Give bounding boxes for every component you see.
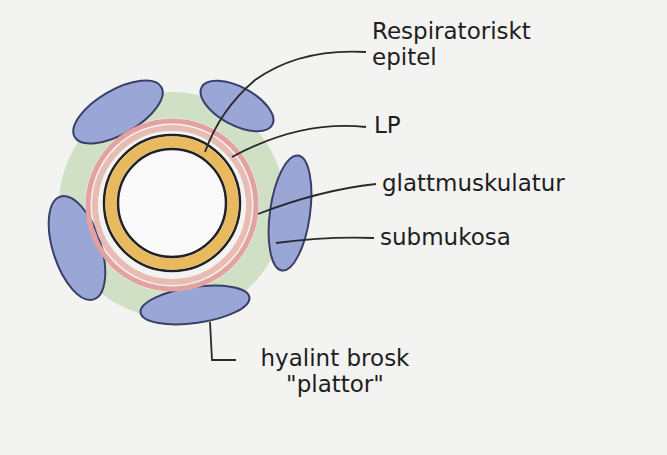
cartilage-plates bbox=[37, 68, 317, 331]
lamina-propria-ring bbox=[95, 128, 249, 282]
smooth-muscle-ring bbox=[88, 121, 256, 289]
cartilage-label: hyalint brosk "plattor" bbox=[240, 345, 430, 398]
leader-lines bbox=[205, 52, 376, 360]
lamina-propria-label: LP bbox=[374, 112, 454, 138]
submucosa-label: submukosa bbox=[380, 224, 580, 250]
lumen bbox=[118, 149, 226, 257]
epithelium-outer-line bbox=[104, 135, 240, 271]
epithelium-label: Respiratoriskt epitel bbox=[372, 18, 592, 71]
smooth-muscle-label: glattmuskulatur bbox=[382, 170, 642, 196]
epithelium-ring bbox=[111, 142, 233, 264]
